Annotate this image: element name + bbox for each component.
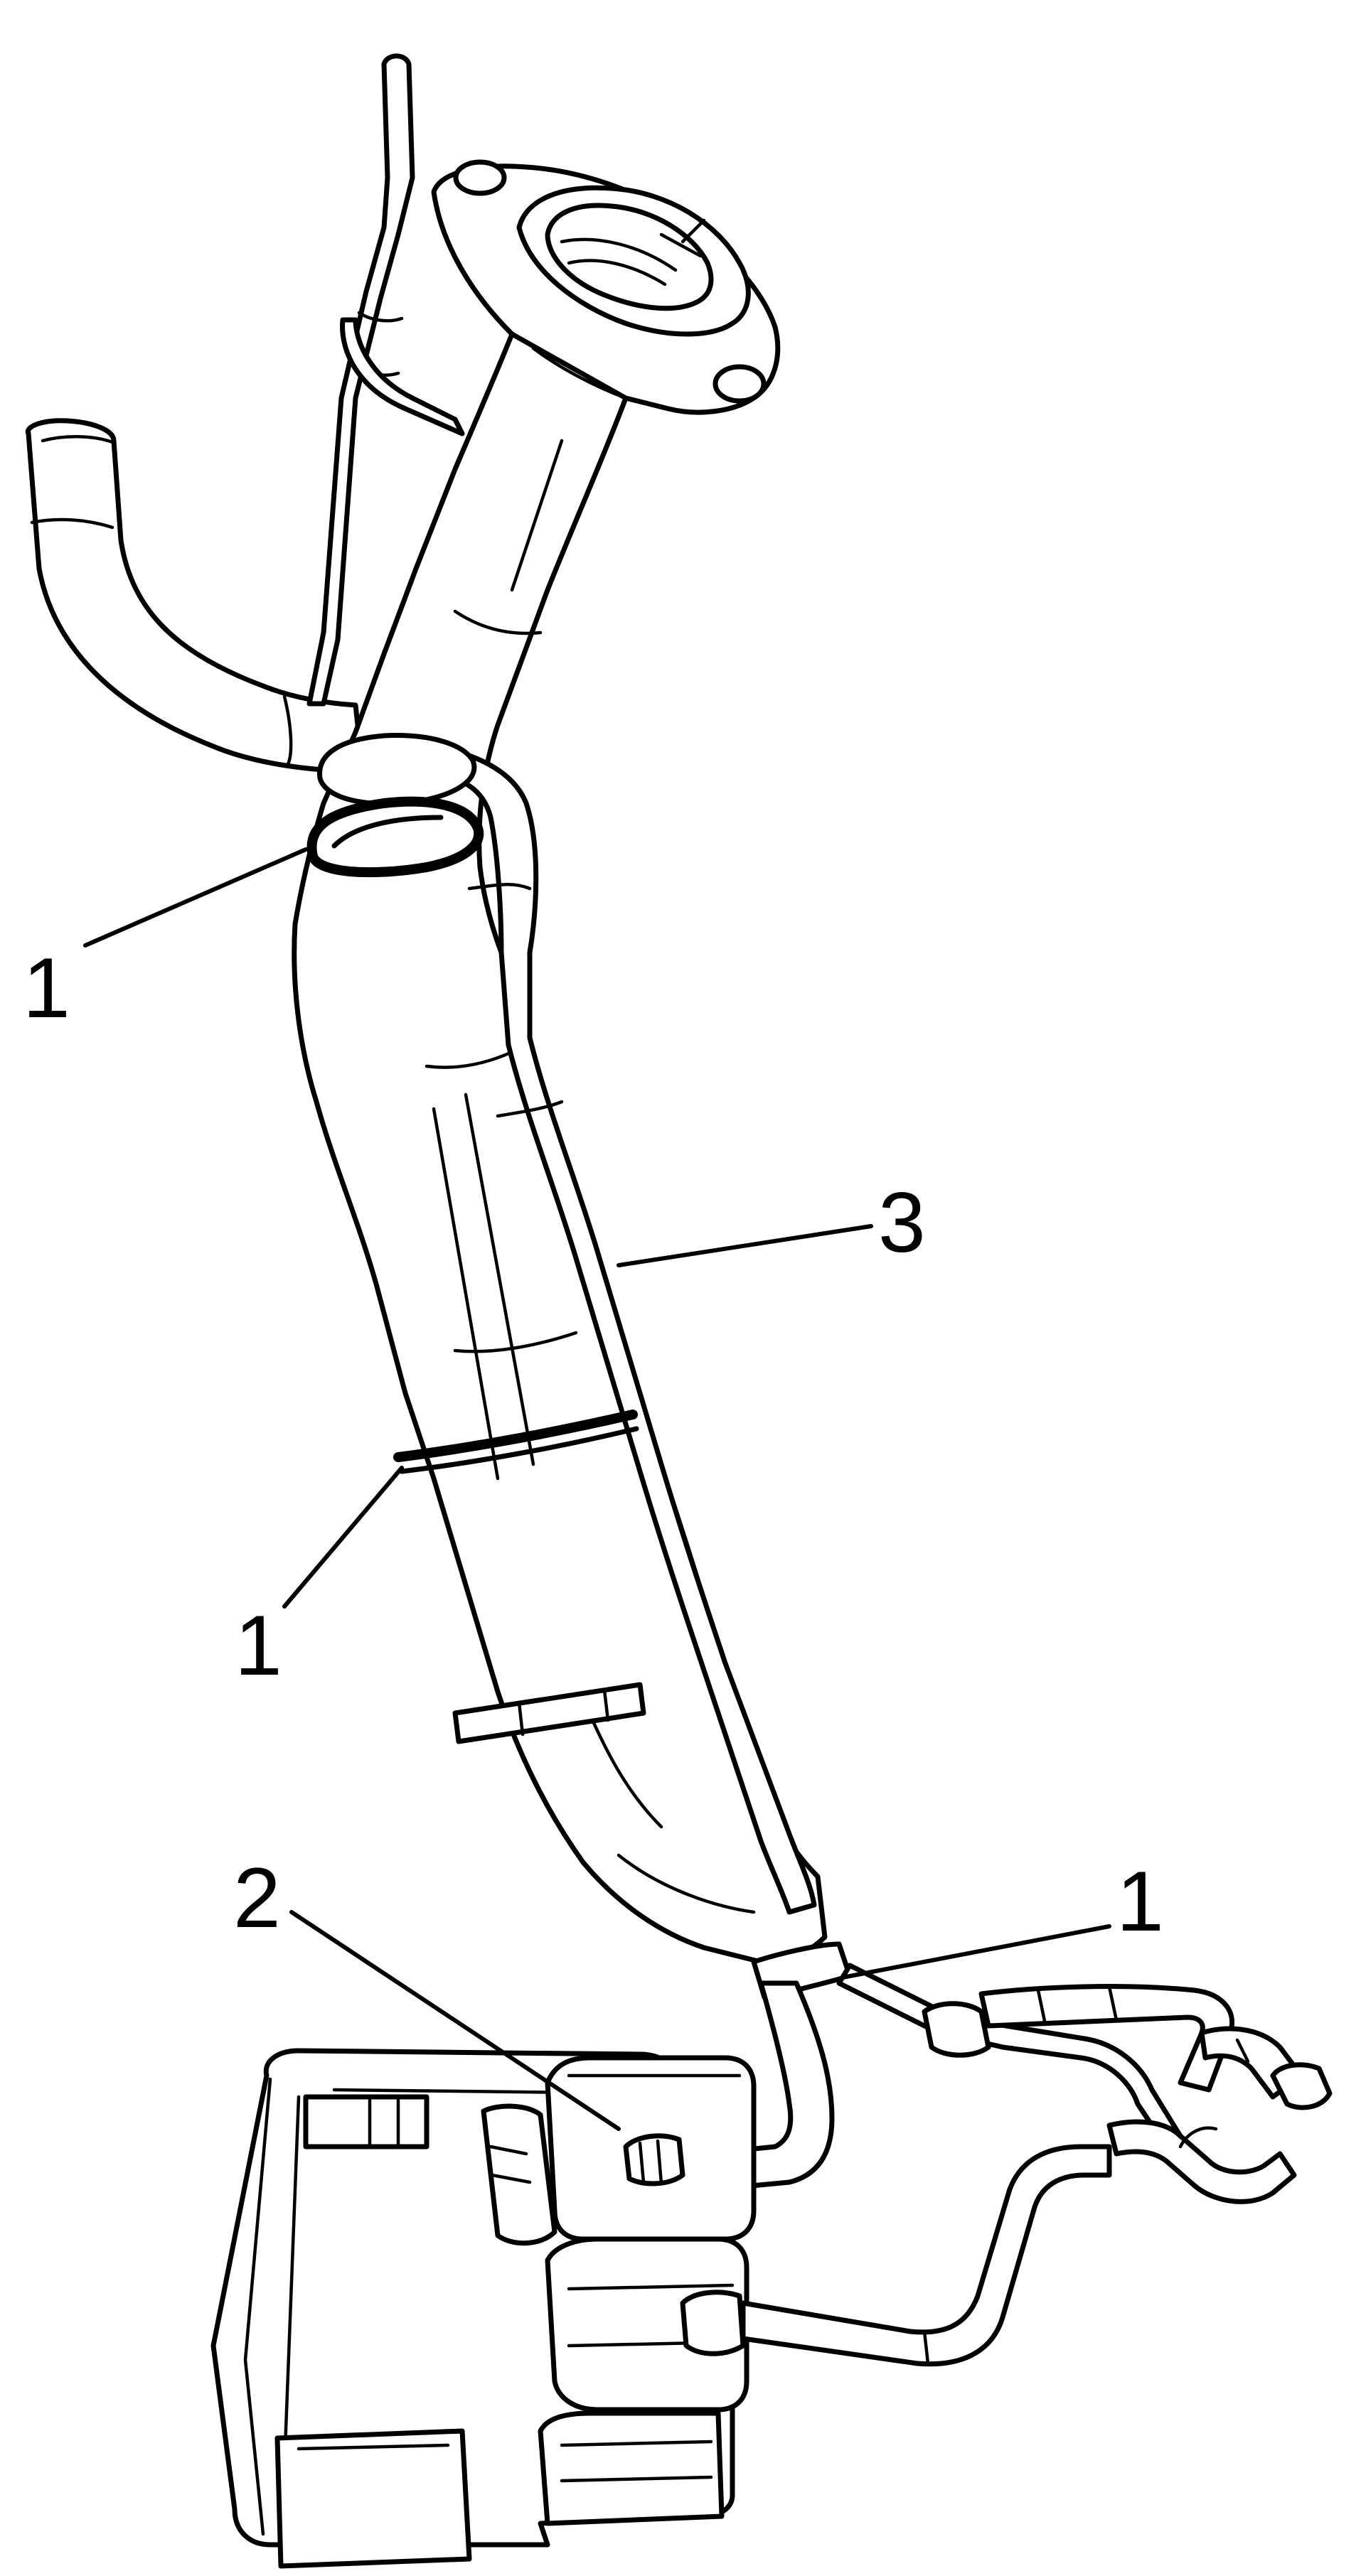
filler-neck-flange bbox=[431, 159, 781, 415]
leader-lines bbox=[83, 847, 1111, 2131]
leader-line-1-mid bbox=[282, 1466, 404, 1609]
callout-2: 2 bbox=[233, 1850, 281, 1946]
hose-clamp-mid bbox=[393, 1410, 639, 1474]
hose-clamp-top bbox=[306, 733, 484, 878]
evap-canister bbox=[210, 2048, 757, 2569]
vent-hose-parallel bbox=[434, 744, 817, 1915]
leader-line-3 bbox=[617, 1224, 873, 1267]
leader-line-1-top bbox=[83, 847, 308, 948]
leader-line-1-bottom bbox=[840, 1924, 1111, 1980]
callout-1-mid: 1 bbox=[235, 1598, 282, 1693]
callout-1-bottom: 1 bbox=[1116, 1854, 1164, 1949]
callout-3: 3 bbox=[878, 1175, 926, 1270]
hose-strap-lower bbox=[452, 1682, 646, 1744]
elbow-tube bbox=[634, 1980, 835, 2199]
callout-1-top: 1 bbox=[23, 940, 70, 1036]
fuel-line-right bbox=[836, 1963, 1333, 2204]
return-hose-lower bbox=[740, 2144, 1112, 2367]
vent-hose-left bbox=[25, 418, 365, 774]
leader-line-2 bbox=[289, 1910, 621, 2131]
vent-tube-upper bbox=[306, 53, 465, 707]
